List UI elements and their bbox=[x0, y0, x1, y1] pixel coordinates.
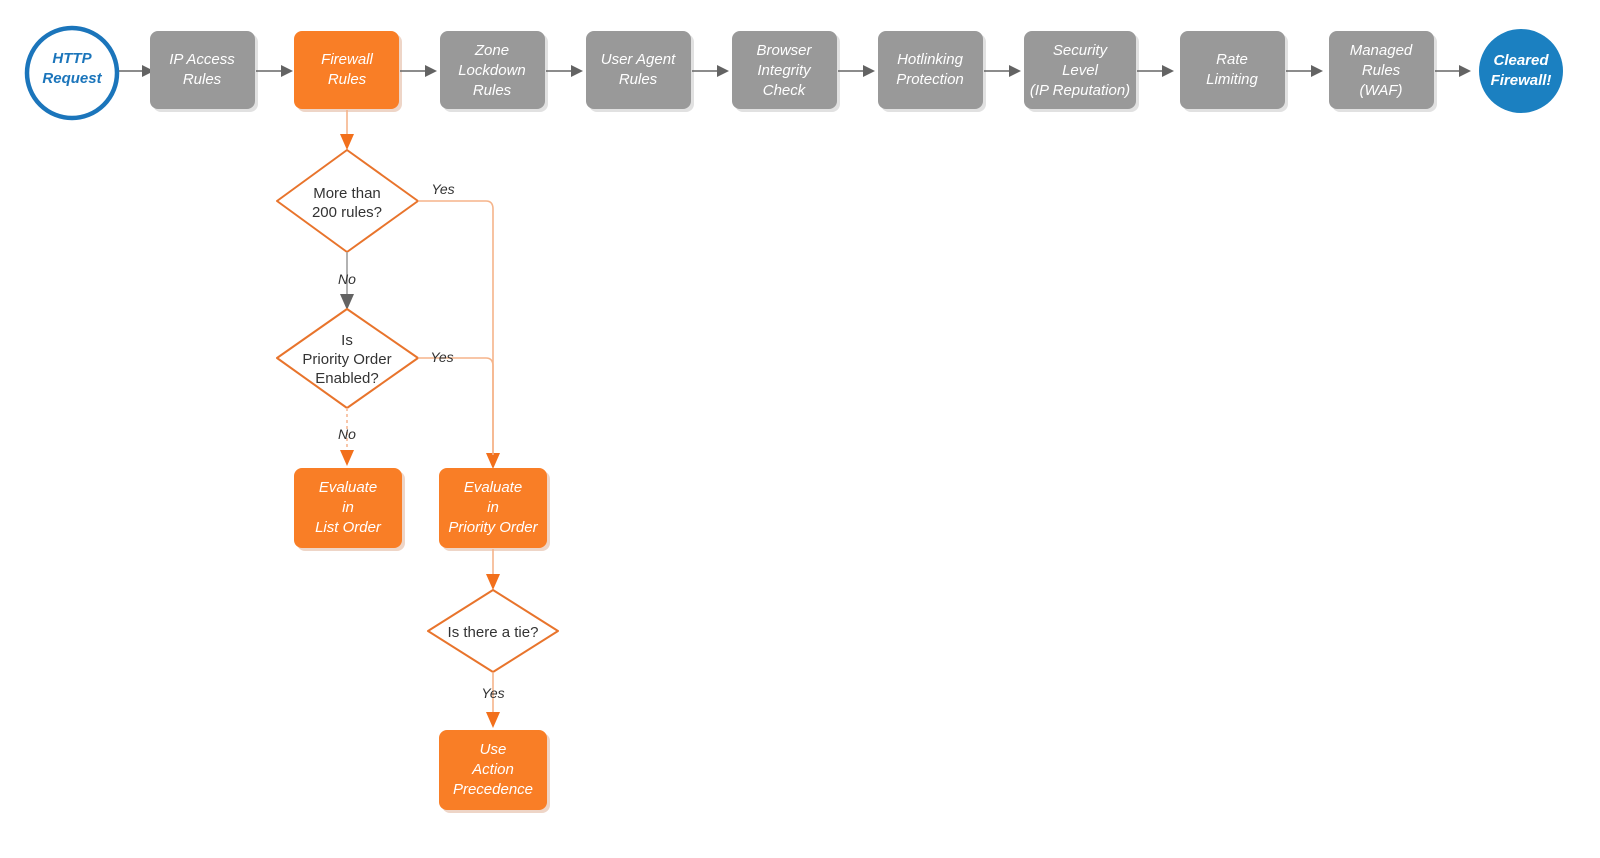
node-ip-access-rules[interactable]: IP Access Rules bbox=[150, 31, 258, 112]
node-evaluate-in-priority-order[interactable]: Evaluate in Priority Order bbox=[439, 468, 550, 551]
evaluate-in-priority-order-label-line-3: Priority Order bbox=[448, 519, 538, 536]
hotlinking-protection-label-line-1: Hotlinking bbox=[897, 51, 964, 68]
http-request-circle bbox=[24, 25, 120, 121]
more-than-200-rules-label-line-1: More than bbox=[313, 185, 381, 202]
http-request-label-line-2: Request bbox=[42, 70, 102, 87]
zone-lockdown-rules-box bbox=[440, 31, 545, 109]
browser-integrity-check-label-line-2: Integrity bbox=[757, 62, 812, 79]
browser-integrity-check-box bbox=[732, 31, 837, 109]
evaluate-in-list-order-label-line-2: in bbox=[342, 499, 354, 516]
edge-evaluate-in-priority-order-to-is-there-a-tie bbox=[486, 549, 500, 590]
node-browser-integrity-check[interactable]: Browser Integrity Check bbox=[732, 31, 840, 112]
node-use-action-precedence[interactable]: Use Action Precedence bbox=[439, 730, 550, 813]
edge-label-more-than-200-rules-no: No bbox=[338, 271, 356, 287]
use-action-precedence-label-line-2: Action bbox=[471, 761, 514, 778]
node-hotlinking-protection[interactable]: Hotlinking Protection bbox=[878, 31, 986, 112]
edge-browser-integrity-check-to-hotlinking-protection bbox=[838, 65, 875, 77]
use-action-precedence-box bbox=[439, 730, 547, 810]
is-there-a-tie-label: Is there a tie? bbox=[448, 624, 539, 641]
edge-managed-rules-waf-to-cleared-firewall bbox=[1435, 65, 1471, 77]
edge-user-agent-rules-to-browser-integrity-check bbox=[692, 65, 729, 77]
edge-more-than-200-rules-yes bbox=[418, 200, 500, 469]
edge-firewall-rules-to-more-than-200-rules bbox=[340, 110, 354, 150]
cleared-firewall-label-line-2: Firewall! bbox=[1491, 72, 1552, 89]
zone-lockdown-rules-label-line-2: Lockdown bbox=[458, 62, 526, 79]
node-decision-more-than-200-rules[interactable]: More than 200 rules? bbox=[276, 149, 419, 253]
evaluate-in-priority-order-label-line-2: in bbox=[487, 499, 499, 516]
rate-limiting-label-line-1: Rate bbox=[1216, 51, 1248, 68]
edge-hotlinking-protection-to-security-level bbox=[984, 65, 1021, 77]
node-evaluate-in-list-order[interactable]: Evaluate in List Order bbox=[294, 468, 405, 551]
firewall-rules-label-line-2: Rules bbox=[328, 71, 367, 88]
edge-is-priority-order-enabled-yes bbox=[418, 357, 494, 455]
user-agent-rules-box bbox=[586, 31, 691, 109]
zone-lockdown-rules-label-line-1: Zone bbox=[474, 42, 509, 59]
node-managed-rules-waf[interactable]: Managed Rules (WAF) bbox=[1329, 31, 1437, 112]
edge-ip-access-rules-to-firewall-rules bbox=[256, 65, 293, 77]
evaluate-in-list-order-box bbox=[294, 468, 402, 548]
evaluate-in-priority-order-label-line-1: Evaluate bbox=[464, 479, 522, 496]
security-level-box bbox=[1024, 31, 1136, 109]
node-decision-is-priority-order-enabled[interactable]: Is Priority Order Enabled? bbox=[276, 308, 419, 409]
node-security-level[interactable]: Security Level (IP Reputation) bbox=[1024, 31, 1139, 112]
firewall-rules-box bbox=[294, 31, 399, 109]
hotlinking-protection-label-line-2: Protection bbox=[896, 71, 964, 88]
edge-firewall-rules-to-zone-lockdown-rules bbox=[400, 65, 437, 77]
use-action-precedence-label-line-3: Precedence bbox=[453, 781, 533, 798]
browser-integrity-check-label-line-3: Check bbox=[763, 82, 807, 99]
managed-rules-waf-box bbox=[1329, 31, 1434, 109]
managed-rules-waf-label-line-2: Rules bbox=[1362, 62, 1401, 79]
edge-http-request-to-ip-access-rules bbox=[119, 65, 154, 77]
node-user-agent-rules[interactable]: User Agent Rules bbox=[586, 31, 694, 112]
is-priority-order-enabled-label-line-3: Enabled? bbox=[315, 370, 378, 387]
cleared-firewall-label-line-1: Cleared bbox=[1493, 52, 1549, 69]
user-agent-rules-label-line-2: Rules bbox=[619, 71, 658, 88]
node-http-request[interactable]: HTTP Request bbox=[24, 25, 120, 121]
is-priority-order-enabled-label-line-2: Priority Order bbox=[302, 351, 391, 368]
ip-access-rules-label-line-2: Rules bbox=[183, 71, 222, 88]
node-decision-is-there-a-tie[interactable]: Is there a tie? bbox=[427, 589, 559, 673]
ip-access-rules-label-line-1: IP Access bbox=[169, 51, 235, 68]
edge-label-is-there-a-tie-yes: Yes bbox=[481, 685, 504, 701]
evaluate-in-priority-order-box bbox=[439, 468, 547, 548]
edge-is-there-a-tie-yes bbox=[486, 672, 500, 728]
security-level-label-line-1: Security bbox=[1053, 42, 1109, 59]
edge-more-than-200-rules-no bbox=[340, 252, 354, 310]
security-level-label-line-3: (IP Reputation) bbox=[1030, 82, 1130, 99]
node-cleared-firewall[interactable]: Cleared Firewall! bbox=[1479, 29, 1563, 113]
http-request-label-line-1: HTTP bbox=[52, 50, 92, 67]
managed-rules-waf-label-line-1: Managed bbox=[1350, 42, 1413, 59]
browser-integrity-check-label-line-1: Browser bbox=[756, 42, 812, 59]
zone-lockdown-rules-label-line-3: Rules bbox=[473, 82, 512, 99]
edge-label-is-priority-order-enabled-yes: Yes bbox=[430, 349, 453, 365]
evaluate-in-list-order-label-line-1: Evaluate bbox=[319, 479, 377, 496]
rate-limiting-box bbox=[1180, 31, 1285, 109]
evaluate-in-list-order-label-line-3: List Order bbox=[315, 519, 382, 536]
more-than-200-rules-label-line-2: 200 rules? bbox=[312, 204, 382, 221]
cleared-firewall-circle bbox=[1479, 29, 1563, 113]
edge-label-more-than-200-rules-yes: Yes bbox=[431, 181, 454, 197]
node-firewall-rules[interactable]: Firewall Rules bbox=[294, 31, 402, 112]
use-action-precedence-label-line-1: Use bbox=[480, 741, 507, 758]
edge-label-is-priority-order-enabled-no: No bbox=[338, 426, 356, 442]
node-rate-limiting[interactable]: Rate Limiting bbox=[1180, 31, 1288, 112]
edge-security-level-to-rate-limiting bbox=[1137, 65, 1174, 77]
is-priority-order-enabled-label-line-1: Is bbox=[341, 332, 353, 349]
node-zone-lockdown-rules[interactable]: Zone Lockdown Rules bbox=[440, 31, 548, 112]
edge-rate-limiting-to-managed-rules-waf bbox=[1286, 65, 1323, 77]
edge-is-priority-order-enabled-no bbox=[340, 408, 354, 466]
firewall-rules-label-line-1: Firewall bbox=[321, 51, 373, 68]
hotlinking-protection-box bbox=[878, 31, 983, 109]
edge-zone-lockdown-rules-to-user-agent-rules bbox=[546, 65, 583, 77]
security-level-label-line-2: Level bbox=[1062, 62, 1099, 79]
managed-rules-waf-label-line-3: (WAF) bbox=[1359, 82, 1402, 99]
user-agent-rules-label-line-1: User Agent bbox=[601, 51, 676, 68]
ip-access-rules-box bbox=[150, 31, 255, 109]
rate-limiting-label-line-2: Limiting bbox=[1206, 71, 1258, 88]
